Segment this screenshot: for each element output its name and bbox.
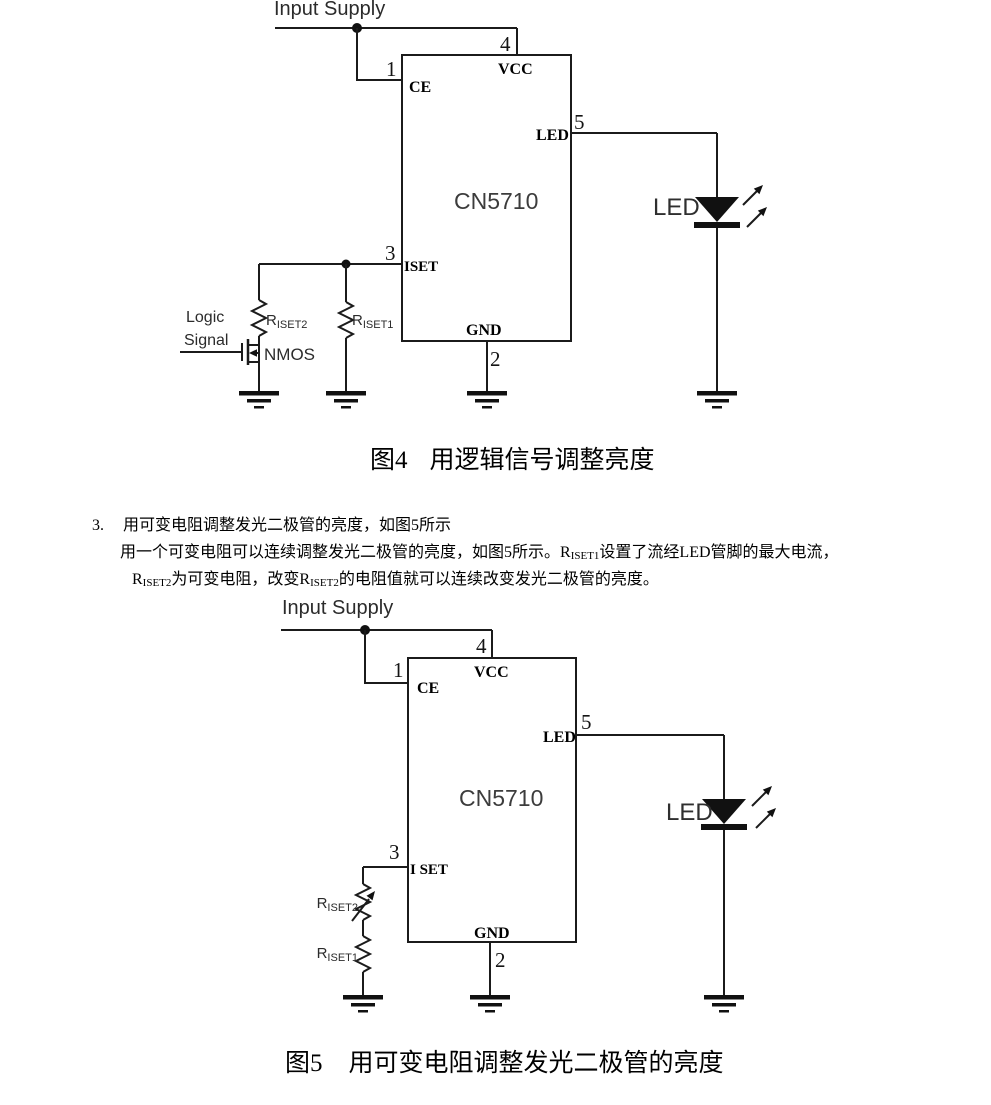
fig4-ground-riset1-icon: [326, 391, 366, 409]
fig5-pin-gnd-label: GND: [474, 925, 510, 942]
fig5-ground-led-icon: [704, 995, 744, 1013]
fig4-pin-ce-label: CE: [409, 79, 431, 96]
figure4-caption-number: 图4: [370, 447, 408, 474]
figure4-caption-title: 用逻辑信号调整亮度: [429, 447, 655, 474]
fig5-pin-iset-label: I SET: [410, 862, 448, 878]
fig5-led-diode-symbol: [702, 799, 746, 824]
fig4-ground-chip-icon: [467, 391, 507, 409]
fig5-pin-led-label: LED: [543, 729, 576, 746]
fig4-pin-vcc-label: VCC: [498, 61, 533, 78]
fig5-riset2-label: RISET2: [317, 895, 358, 914]
figure5-caption-number: 图5: [285, 1050, 323, 1077]
fig4-riset2-label: RISET2: [266, 312, 307, 331]
fig4-pin-gnd-label: GND: [466, 322, 502, 339]
fig4-led-diode-symbol: [695, 197, 739, 222]
fig5-ground-chip-icon: [470, 995, 510, 1013]
fig5-riset2-variable-arrow-icon: [351, 891, 375, 922]
paragraph-line-2: 用一个可变电阻可以连续调整发光二极管的亮度，如图5所示。RISET1设置了流经L…: [120, 538, 839, 562]
fig5-pin1-number: 1: [393, 658, 404, 682]
fig4-pin-iset-label: ISET: [404, 259, 438, 275]
fig5-riset1-resistor: [353, 935, 373, 973]
riset1-symbol: R: [560, 544, 571, 561]
fig4-riset1-label: RISET1: [352, 312, 393, 331]
figure5-caption-title: 用可变电阻调整发光二极管的亮度: [348, 1050, 724, 1077]
fig4-led-wire: [571, 132, 718, 197]
paragraph-line-3-post: 的电阻值就可以连续改变发光二极管的亮度。: [338, 571, 659, 588]
fig4-chip-name: CN5710: [454, 188, 538, 214]
paragraph-line-2-pre: 用一个可变电阻可以连续调整发光二极管的亮度，如图5所示。: [120, 544, 561, 561]
figure5-caption: 图5 用可变电阻调整发光二极管的亮度: [285, 1043, 724, 1079]
fig5-pin-ce-label: CE: [417, 680, 439, 697]
fig4-riset2-resistor: [249, 299, 269, 337]
fig4-pin-led-label: LED: [536, 127, 569, 144]
fig4-logic-label: Logic: [186, 309, 224, 326]
fig5-pin3-number: 3: [389, 840, 400, 864]
riset1-subscript: ISET1: [570, 550, 600, 562]
fig5-riset2-resistor: [353, 883, 373, 921]
fig4-led-label: LED: [653, 194, 700, 221]
fig5-led-label: LED: [666, 799, 713, 826]
fig5-pin4-number: 4: [476, 634, 487, 658]
fig5-chip-name: CN5710: [459, 785, 543, 811]
fig4-led-cathode-bar: [694, 222, 740, 228]
list-item-number: 3.: [92, 517, 104, 534]
fig5-ce-wire: [364, 630, 408, 684]
paragraph-line-3: RISET2为可变电阻，改变RISET2的电阻值就可以连续改变发光二极管的亮度。: [132, 565, 659, 589]
fig5-pin2-number: 2: [495, 948, 506, 972]
fig5-led-cathode-bar: [701, 824, 747, 830]
fig4-pin4-number: 4: [500, 32, 511, 56]
paragraph-line-3-mid: 为可变电阻，改变: [171, 571, 300, 588]
fig4-ground-led-icon: [697, 391, 737, 409]
fig4-pin2-number: 2: [490, 347, 501, 371]
fig4-nmos-symbol: [180, 336, 260, 391]
fig4-pin5-number: 5: [574, 110, 585, 134]
paragraph-line-1-text: 用可变电阻调整发光二极管的亮度，如图5所示: [123, 517, 452, 534]
riset2-symbol-2: R: [299, 571, 311, 588]
fig4-input-supply-label: Input Supply: [274, 0, 385, 20]
figure4-caption: 图4 用逻辑信号调整亮度: [370, 440, 655, 476]
fig4-ce-wire: [356, 28, 402, 81]
riset2-subscript: ISET2: [142, 577, 172, 589]
fig4-nmos-label: NMOS: [264, 345, 315, 364]
fig5-pin-vcc-label: VCC: [474, 664, 509, 681]
fig4-led-light-arrows-icon: [742, 185, 767, 228]
fig4-riset1-resistor: [336, 301, 356, 339]
paragraph-line-2-post: 设置了流经LED管脚的最大电流，: [599, 544, 839, 561]
riset2-symbol: R: [132, 571, 143, 588]
fig5-riset1-label: RISET1: [317, 945, 358, 964]
fig5-ground-riset-icon: [343, 995, 383, 1013]
paragraph-line-1: 3. 用可变电阻调整发光二极管的亮度，如图5所示: [92, 511, 451, 535]
fig5-input-supply-label: Input Supply: [282, 597, 393, 619]
fig4-ground-nmos-icon: [239, 391, 279, 409]
fig4-pin1-number: 1: [386, 57, 397, 81]
fig5-chip-body: [407, 657, 577, 943]
fig5-led-wire: [576, 734, 725, 799]
figure4-schematic: Input Supply 1 4 CE VCC 5 LED CN5710 3 I…: [180, 0, 767, 409]
fig4-pin3-number: 3: [385, 241, 396, 265]
riset2-subscript-2: ISET2: [310, 577, 339, 589]
fig4-signal-label: Signal: [184, 332, 228, 349]
figure5-schematic: Input Supply 1 4 CE VCC 5 LED CN5710 3 I…: [281, 597, 776, 1013]
fig5-led-light-arrows-icon: [751, 786, 776, 829]
fig5-pin5-number: 5: [581, 710, 592, 734]
